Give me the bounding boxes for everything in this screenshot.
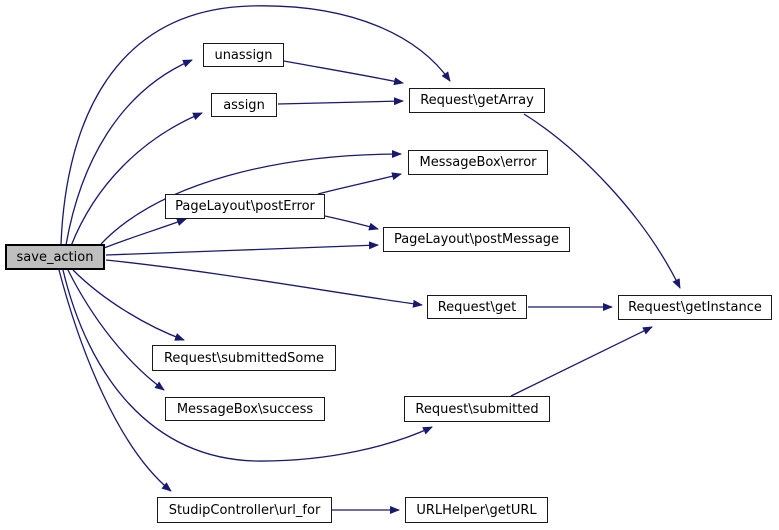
node-request-get[interactable]: Request\get — [427, 295, 527, 319]
edge-save-action-to-request-get — [105, 259, 423, 308]
edge-assign-to-request-getarray — [277, 97, 404, 106]
node-messagebox-error[interactable]: MessageBox\error — [408, 150, 548, 175]
edge-pagelayout-posterror-to-messagebox-error — [317, 172, 402, 195]
edge-save-action-to-messagebox-success — [67, 269, 165, 391]
edge-save-action-to-request-submitted — [62, 269, 433, 462]
node-messagebox-success[interactable]: MessageBox\success — [165, 397, 325, 421]
edge-unassign-to-request-getarray — [283, 60, 404, 86]
node-request-getinstance[interactable]: Request\getInstance — [618, 295, 772, 320]
node-request-submitted[interactable]: Request\submitted — [404, 396, 550, 422]
node-unassign[interactable]: unassign — [203, 43, 284, 67]
node-request-submittedsome[interactable]: Request\submittedSome — [152, 345, 336, 371]
edge-save-action-to-pagelayout-postmessage — [105, 241, 379, 256]
edge-save-action-to-unassign — [65, 59, 193, 246]
node-studipcontroller-url-for[interactable]: StudipController\url_for — [157, 497, 332, 523]
node-pagelayout-posterror[interactable]: PageLayout\postError — [165, 194, 325, 219]
node-pagelayout-postmessage[interactable]: PageLayout\postMessage — [383, 227, 570, 252]
node-urlhelper-geturl[interactable]: URLHelper\getURL — [405, 497, 548, 523]
edge-request-submitted-to-request-getinstance — [510, 326, 653, 397]
edge-save-action-to-messagebox-error — [100, 150, 402, 245]
edge-save-action-to-pagelayout-posterror — [103, 218, 187, 249]
edge-save-action-to-assign — [70, 112, 203, 247]
node-assign[interactable]: assign — [211, 93, 277, 117]
edge-save-action-to-studipcontroller-url-for — [58, 269, 172, 492]
node-save-action: save_action — [5, 244, 105, 270]
edge-request-getarray-to-request-getinstance — [523, 113, 681, 289]
edge-save-action-to-request-getarray — [60, 5, 451, 245]
node-request-getarray[interactable]: Request\getArray — [409, 88, 545, 113]
edge-save-action-to-request-submittedsome — [72, 269, 185, 341]
edge-pagelayout-posterror-to-pagelayout-postmessage — [324, 215, 379, 231]
